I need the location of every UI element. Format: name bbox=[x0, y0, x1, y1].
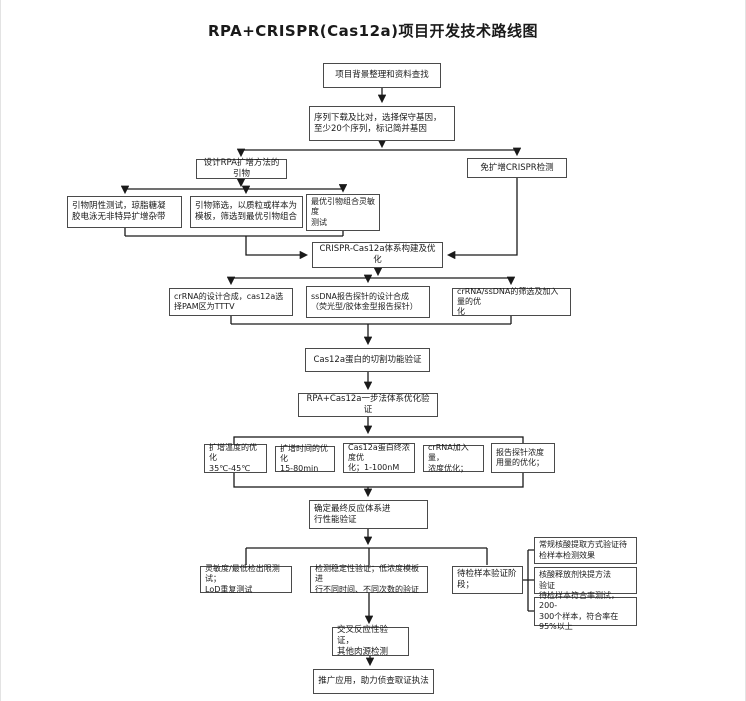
node-sensitivity-lod: 灵敏度/最低检出限测试； LoD重复测试 bbox=[200, 564, 292, 594]
node-crrna-design: crRNA的设计合成，cas12a选 择PAM区为TTTV bbox=[169, 288, 293, 316]
node-stability: 检测稳定性验证；低浓度模板进 行不同时间、不同次数的验证 bbox=[310, 564, 428, 594]
node-background-search: 项目背景整理和资料查找 bbox=[323, 63, 441, 88]
node-primer-negative: 引物阴性测试，琼脂糖凝 胶电泳无非特异扩增杂带 bbox=[67, 196, 182, 228]
node-cross-reactivity: 交叉反应性验证， 其他肉源检测 bbox=[332, 625, 409, 657]
node-crrna-amount: crRNA加入量， 浓度优化； bbox=[423, 443, 484, 473]
node-ssdna-probe: ssDNA报告探针的设计合成 （荧光型/胶体金型报告探针） bbox=[306, 286, 430, 318]
node-ampfree-crispr: 免扩增CRISPR检测 bbox=[467, 158, 567, 178]
node-application: 推广应用，助力侦查取证执法 bbox=[313, 669, 434, 694]
node-primer-screen: 引物筛选，以质粒或样本为 模板，筛选到最优引物组合 bbox=[190, 196, 303, 228]
page-title: RPA+CRISPR(Cas12a)项目开发技术路线图 bbox=[207, 22, 539, 40]
node-crrna-ssdna-opt: crRNA/ssDNA的筛选及加入量的优 化 bbox=[452, 287, 571, 316]
node-cas12a-cleavage: Cas12a蛋白的切割功能验证 bbox=[305, 348, 430, 372]
node-onestep-opt: RPA+Cas12a一步法体系优化验证 bbox=[298, 393, 438, 417]
node-sample-validation: 待检样本验证阶 段； bbox=[452, 566, 523, 594]
node-temp-opt: 扩增温度的优化 35℃-45℃ bbox=[204, 443, 267, 473]
node-concordance: 待检样本符合率测试，200- 300个样本，符合率在95%以上 bbox=[534, 591, 637, 631]
node-crispr-system: CRISPR-Cas12a体系构建及优化 bbox=[312, 242, 443, 268]
node-primer-sensitivity: 最优引物组合灵敏度 测试 bbox=[306, 194, 380, 231]
node-probe-amount: 报告探针浓度 用量的优化； bbox=[491, 443, 555, 473]
node-routine-extraction: 常规核酸提取方式验证待 检样本检测效果 bbox=[534, 537, 637, 564]
node-primer-design: 设计RPA扩增方法的引物 bbox=[196, 158, 287, 179]
node-time-opt: 扩增时间的优化 15-80min bbox=[275, 444, 335, 473]
node-quick-extraction: 核酸释放剂快提方法 验证 bbox=[534, 567, 637, 594]
node-sequence-align: 序列下载及比对，选择保守基因， 至少20个序列，标记简并基因 bbox=[309, 106, 455, 141]
node-cas12a-conc: Cas12a蛋白终浓度优 化；1-100nM bbox=[343, 443, 415, 473]
node-final-system: 确定最终反应体系进 行性能验证 bbox=[309, 500, 428, 529]
